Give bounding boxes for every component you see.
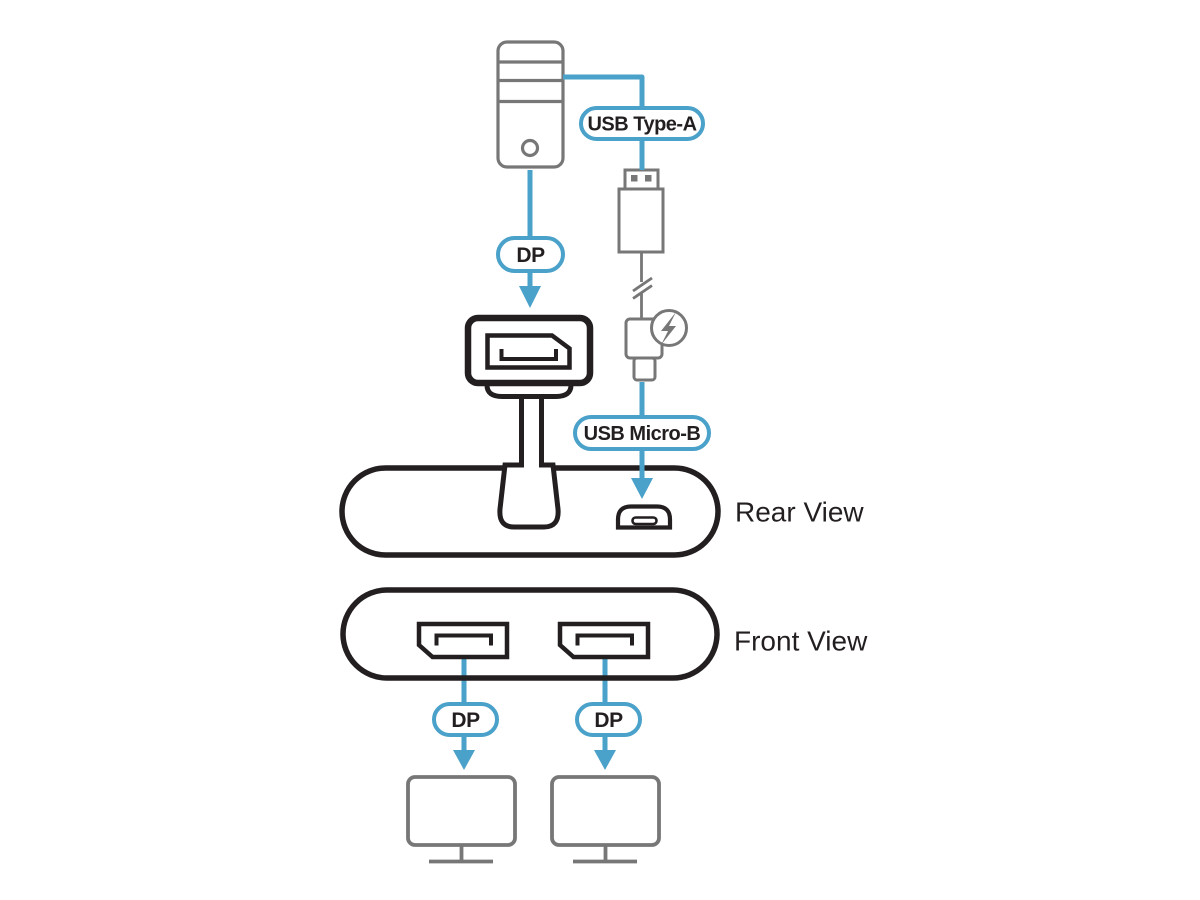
displayport-port-icon-left bbox=[416, 621, 510, 660]
displayport-port-icon-right bbox=[557, 621, 651, 660]
dp-output-right-label-pill: DP bbox=[575, 702, 642, 737]
arrow-down-icon bbox=[594, 750, 616, 770]
dp-output-left-label: DP bbox=[451, 709, 480, 732]
usb-cable bbox=[632, 252, 653, 319]
usb-type-a-label-pill: USB Type-A bbox=[579, 106, 705, 141]
lightning-bolt-circle-icon bbox=[650, 309, 688, 347]
dp-source-label-pill: DP bbox=[496, 236, 565, 273]
adapter-body-front bbox=[340, 587, 720, 681]
arrow-down-icon bbox=[519, 286, 541, 308]
micro-usb-connector-icon bbox=[624, 309, 688, 382]
computer-tower-icon bbox=[496, 40, 565, 169]
dp-output-right-label: DP bbox=[594, 709, 623, 732]
dp-output-left-label-pill: DP bbox=[432, 702, 499, 737]
front-view-caption: Front View bbox=[734, 626, 868, 657]
usb-a-connector-icon bbox=[617, 168, 665, 254]
display-monitor-icon-right bbox=[550, 775, 661, 864]
rear-view-caption: Rear View bbox=[735, 497, 864, 528]
micro-usb-port-icon bbox=[615, 504, 673, 530]
cable-break-slashes-icon bbox=[632, 276, 653, 300]
display-monitor-icon-left bbox=[406, 775, 517, 864]
dp-source-label: DP bbox=[516, 244, 545, 267]
usb-micro-b-label: USB Micro-B bbox=[584, 423, 701, 445]
arrow-down-icon bbox=[631, 478, 653, 499]
usb-micro-b-label-pill: USB Micro-B bbox=[573, 415, 711, 451]
dp-cable-strain-relief bbox=[484, 375, 574, 530]
usb-type-a-label: USB Type-A bbox=[587, 114, 696, 136]
arrow-down-icon bbox=[453, 750, 475, 770]
displayport-connector-icon bbox=[464, 314, 594, 387]
